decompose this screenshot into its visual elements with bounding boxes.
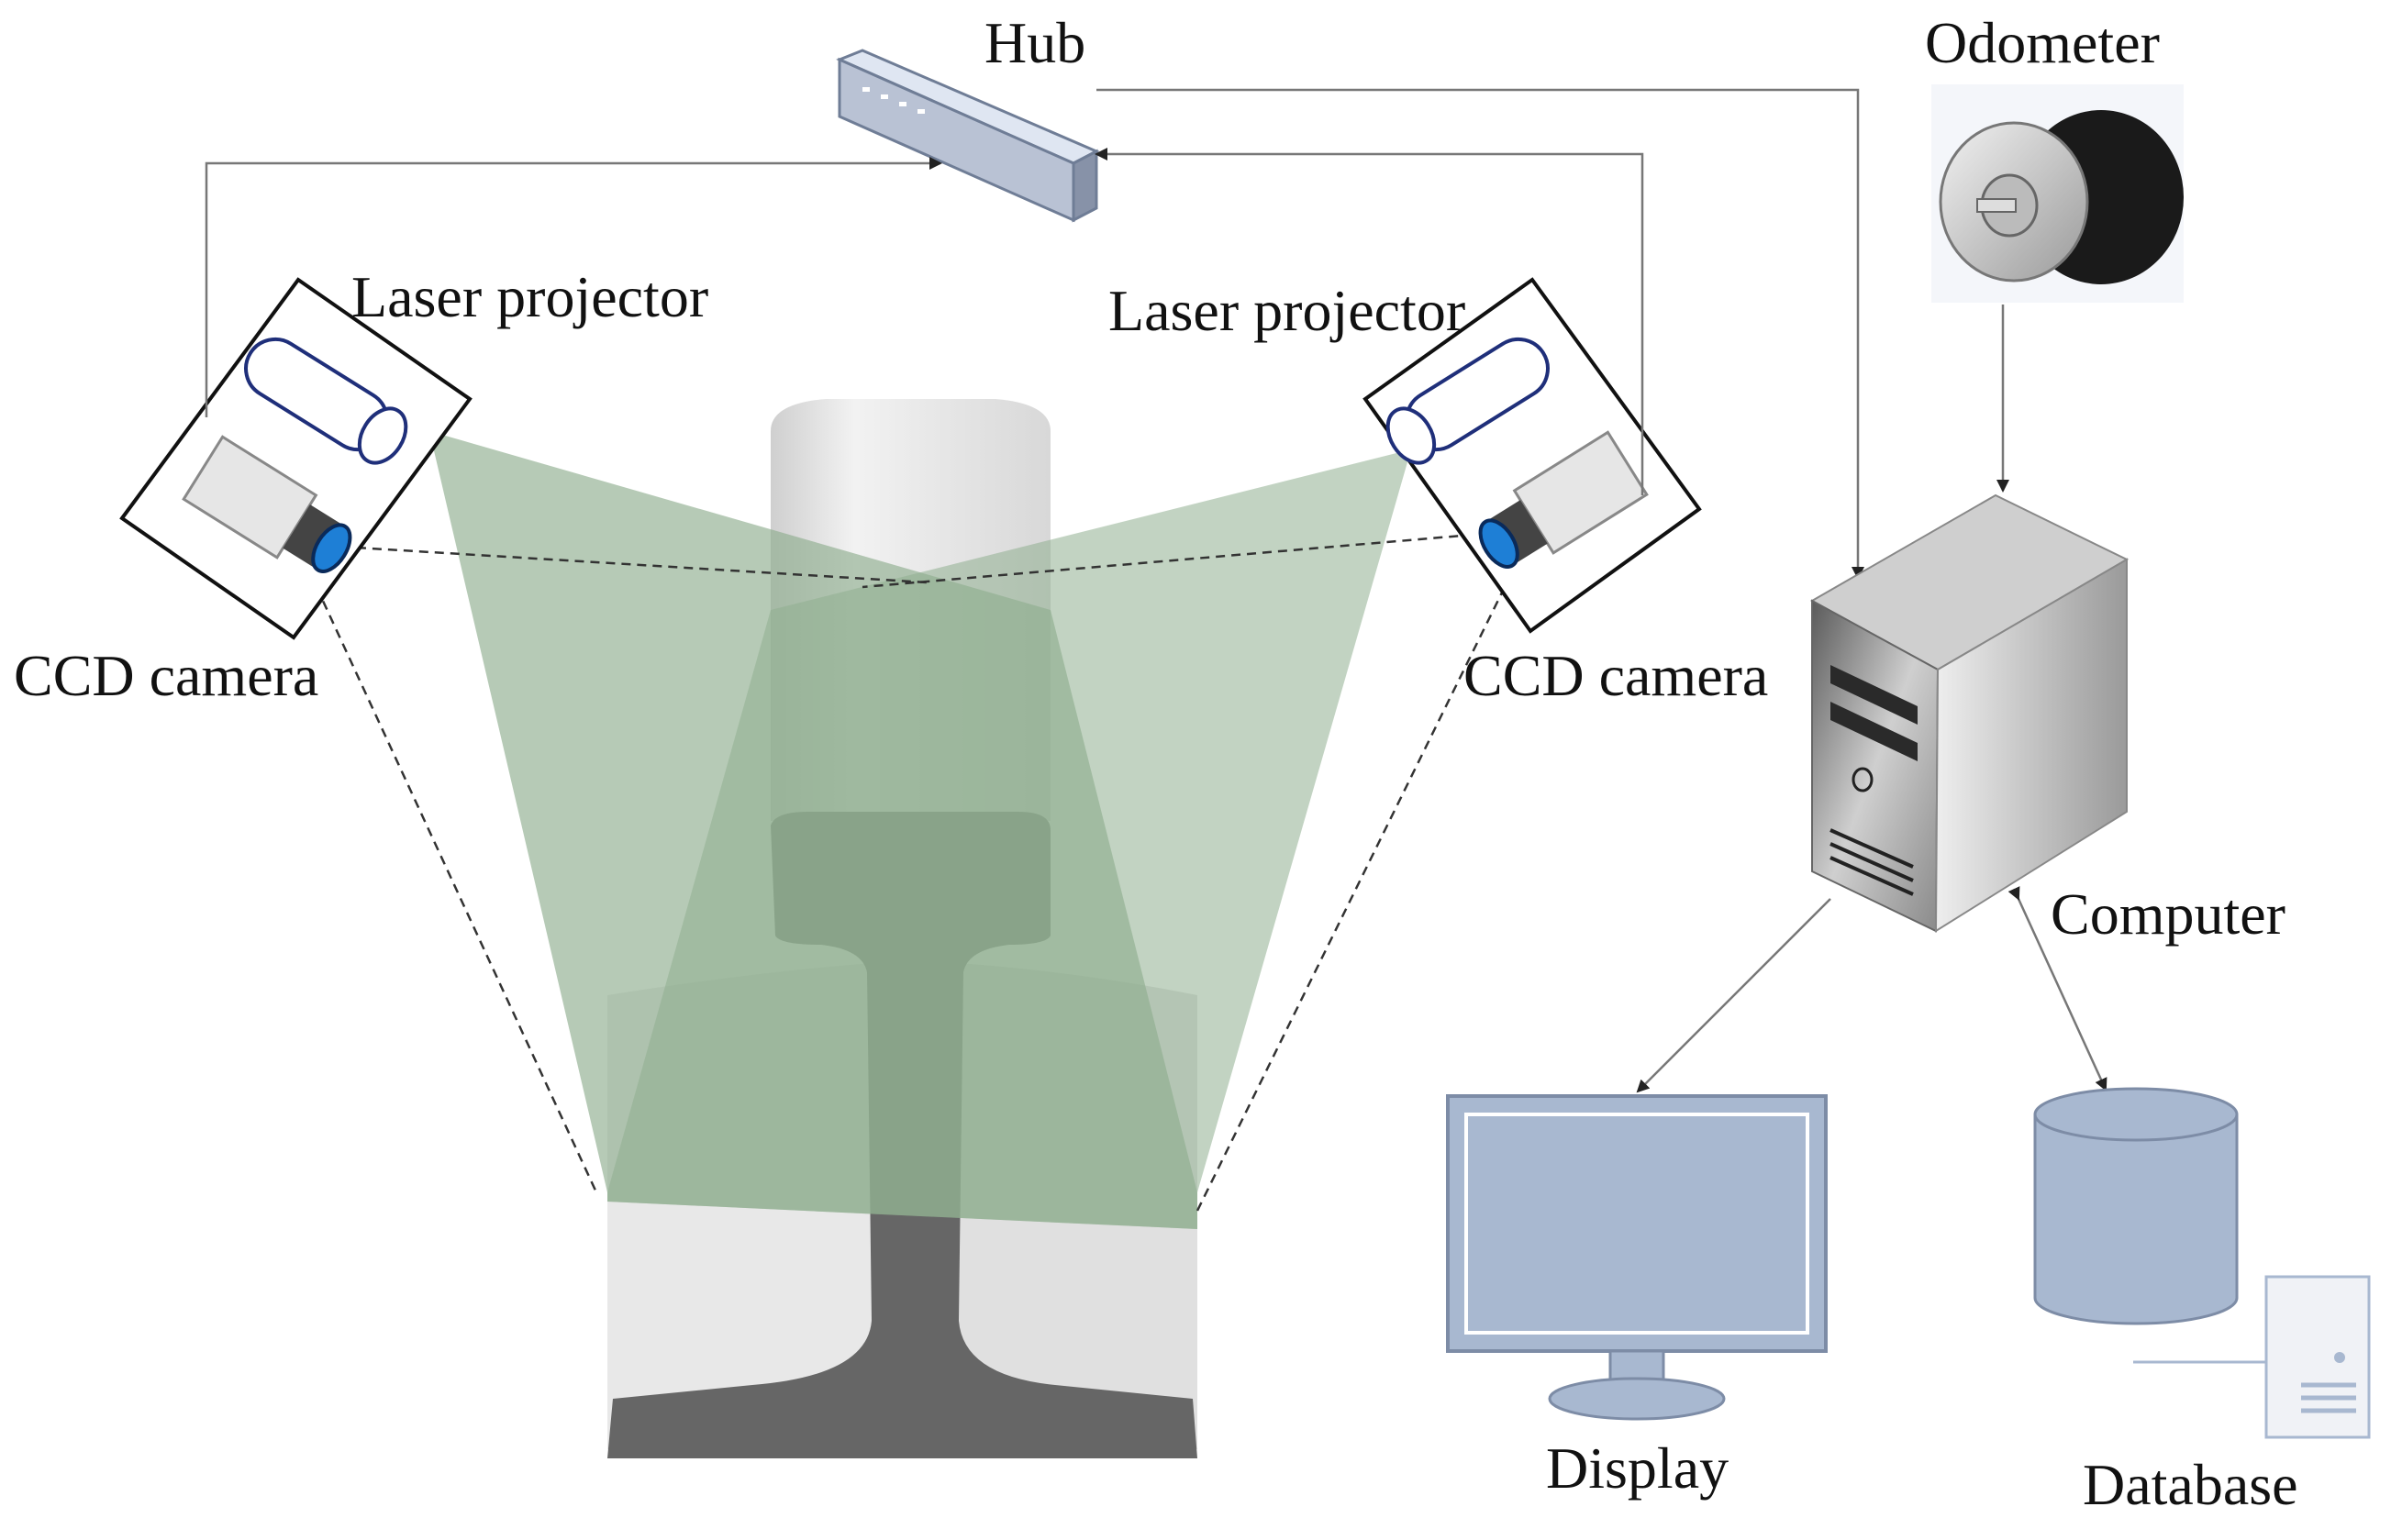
server-icon xyxy=(2133,1275,2371,1439)
display-label: Display xyxy=(1546,1435,1729,1501)
hub-label: Hub xyxy=(984,10,1085,75)
database-cylinder-icon xyxy=(2033,1087,2239,1325)
ccd-camera-right-label: CCD camera xyxy=(1463,643,1768,708)
laser-projector-left-label: Laser projector xyxy=(351,264,708,329)
ccd-camera-left-label: CCD camera xyxy=(14,643,318,708)
hub-icon xyxy=(836,49,1100,223)
left-sensor-unit xyxy=(119,277,473,640)
monitor-icon xyxy=(1446,1094,1828,1421)
odometer-icon xyxy=(1931,84,2184,303)
computer-label: Computer xyxy=(2051,881,2285,947)
laser-projector-right-label: Laser projector xyxy=(1108,278,1465,343)
computer-to-display-arrow xyxy=(1636,898,1831,1093)
odometer-label: Odometer xyxy=(1925,10,2160,75)
laser-projector-icon xyxy=(244,337,408,465)
database-label: Database xyxy=(2083,1452,2298,1517)
ccd-camera-icon xyxy=(182,435,352,573)
hub-connections xyxy=(205,88,1864,580)
laser-projector-icon xyxy=(1385,337,1550,465)
computer-tower-icon xyxy=(1809,493,2130,933)
ccd-camera-icon xyxy=(1478,430,1649,569)
right-sensor-unit xyxy=(1362,277,1702,634)
computer-database-arrow xyxy=(2007,886,2107,1091)
camera-sight-lines xyxy=(315,530,1507,1212)
laser-plane-right xyxy=(607,449,1411,1229)
